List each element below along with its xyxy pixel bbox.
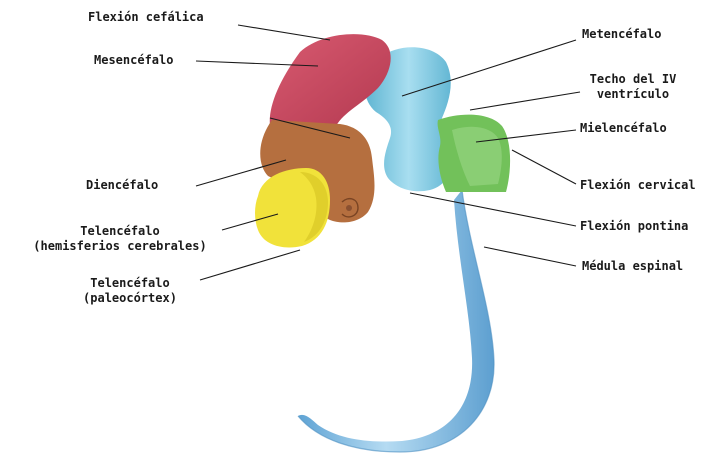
leader-techo [470, 92, 580, 110]
leader-medula-espinal [484, 247, 576, 266]
label-diencefalo: Diencéfalo [86, 178, 158, 193]
label-mesencefalo: Mesencéfalo [94, 53, 173, 68]
spinal-cord [298, 190, 494, 452]
label-medula-espinal: Médula espinal [582, 259, 683, 274]
leader-flexion-pontina [410, 193, 576, 226]
label-telencefalo-hemisferios: Telencéfalo (hemisferios cerebrales) [14, 224, 226, 254]
leader-flexion-cervical [512, 150, 576, 184]
label-mielencefalo: Mielencéfalo [580, 121, 667, 136]
label-flexion-pontina: Flexión pontina [580, 219, 688, 234]
label-flexion-cefalica: Flexión cefálica [88, 10, 204, 25]
label-flexion-cervical: Flexión cervical [580, 178, 696, 193]
label-telencefalo-paleocortex: Telencéfalo (paleocórtex) [72, 276, 188, 306]
label-techo-iv-ventriculo: Techo del IV ventrículo [578, 72, 688, 102]
mesencephalon-region [270, 34, 391, 126]
leader-telencefalo-paleocortex [200, 250, 300, 280]
leader-flexion-cefalica [238, 25, 330, 40]
label-metencefalo: Metencéfalo [582, 27, 661, 42]
optic-cup-center [346, 205, 352, 211]
